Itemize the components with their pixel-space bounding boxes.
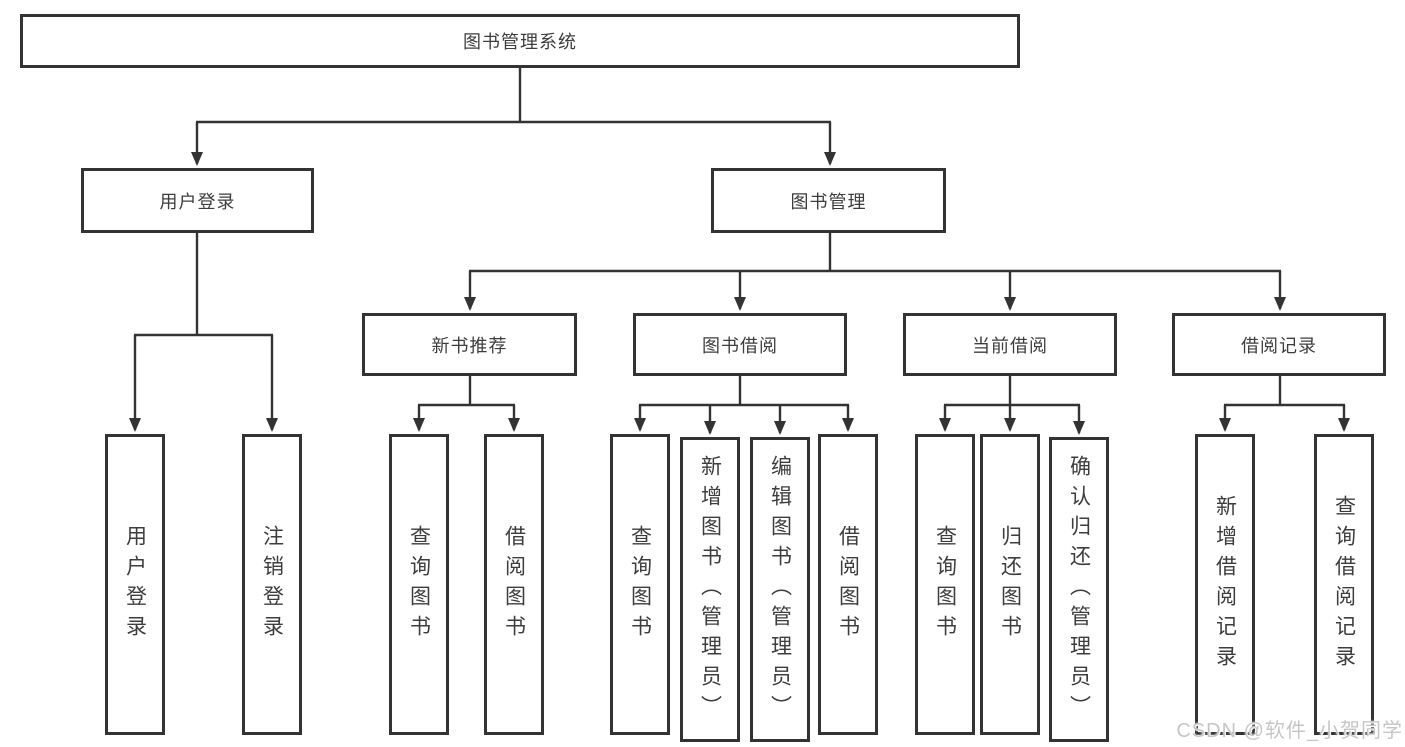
node-borrow-records: 借阅记录 [1172, 313, 1386, 376]
leaf-borrow-books-recommend: 借阅图书 [484, 434, 544, 735]
leaf-edit-book-admin: 编辑图书（管理员） [750, 437, 810, 742]
leaf-confirm-return-admin: 确认归还（管理员） [1049, 437, 1109, 742]
node-book-borrow: 图书借阅 [633, 313, 847, 376]
node-book-management: 图书管理 [711, 168, 946, 233]
node-current-borrow: 当前借阅 [903, 313, 1117, 376]
leaf-return-book: 归还图书 [980, 434, 1040, 735]
leaf-add-book-admin: 新增图书（管理员） [680, 437, 740, 742]
leaf-add-borrow-record: 新增借阅记录 [1195, 434, 1255, 735]
leaf-user-login: 用户登录 [105, 434, 165, 735]
leaf-query-books-recommend: 查询图书 [389, 434, 449, 735]
leaf-query-books-borrow: 查询图书 [610, 434, 670, 735]
leaf-borrow-books-borrow: 借阅图书 [818, 434, 878, 735]
node-root-library-system: 图书管理系统 [20, 14, 1020, 68]
leaf-logout: 注销登录 [242, 434, 302, 735]
leaf-query-books-current: 查询图书 [915, 434, 975, 735]
node-new-book-recommend: 新书推荐 [362, 313, 577, 376]
csdn-watermark: CSDN @软件_小贺同学 [1176, 720, 1403, 742]
leaf-query-borrow-record: 查询借阅记录 [1314, 434, 1374, 735]
node-user-login: 用户登录 [81, 168, 314, 233]
